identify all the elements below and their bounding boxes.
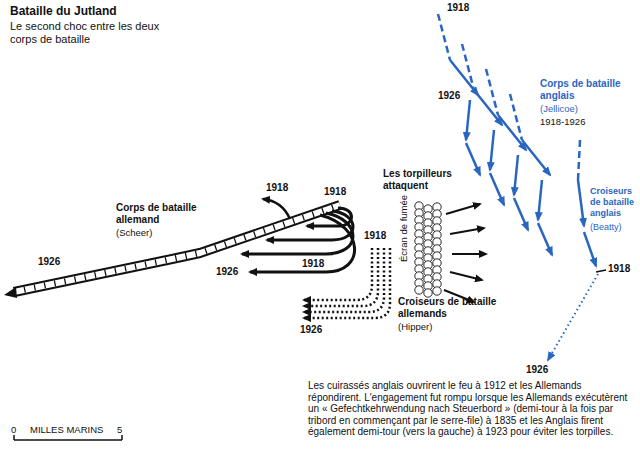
time-label: 1926 (526, 364, 548, 376)
admiral-name: (Jellicoe) (540, 103, 578, 114)
fleet-name: Croiseurs de bataille allemands (398, 296, 498, 320)
smoke-label: Écran de fumée (398, 195, 409, 262)
time-label: 1926 (38, 256, 60, 268)
map-title: Bataille du Jutland (10, 4, 117, 18)
map-caption: Les cuirassés anglais ouvrirent le feu à… (308, 380, 634, 438)
fleet-name: Corps de bataille allemand (116, 202, 210, 226)
time-label: 1918 (302, 258, 324, 270)
time-label: 1918 (266, 182, 288, 194)
admiral-name: (Scheer) (116, 227, 152, 238)
note-label: Les torpilleurs attaquent (383, 168, 469, 192)
time-label: 1918 (364, 230, 386, 242)
smoke-screen (415, 202, 441, 297)
scale-bar (14, 435, 122, 440)
admiral-name: (Beatty) (590, 222, 622, 233)
scale-unit: MILLES MARINS (30, 424, 103, 435)
time-range: 1918-1926 (540, 116, 585, 127)
british-battle-line (438, 14, 552, 255)
fleet-name: Croiseurs de bataille anglais (590, 186, 638, 218)
time-label: 1918 (447, 2, 469, 14)
scale-number: 0 (11, 424, 16, 435)
time-label: 1926 (438, 90, 460, 102)
time-label: 1926 (216, 266, 238, 278)
scale-number: 5 (117, 424, 122, 435)
german-battle-line (4, 199, 355, 298)
beatty-track (548, 140, 606, 360)
subtitle: Le second choc entre les deux corps de b… (10, 20, 188, 46)
torpedo-attack (444, 204, 486, 302)
time-label: 1918 (608, 263, 630, 275)
time-label: 1926 (300, 324, 322, 336)
admiral-name: (Hipper) (398, 321, 432, 332)
fleet-name: Corps de bataille anglais (540, 78, 636, 102)
time-label: 1918 (324, 186, 346, 198)
